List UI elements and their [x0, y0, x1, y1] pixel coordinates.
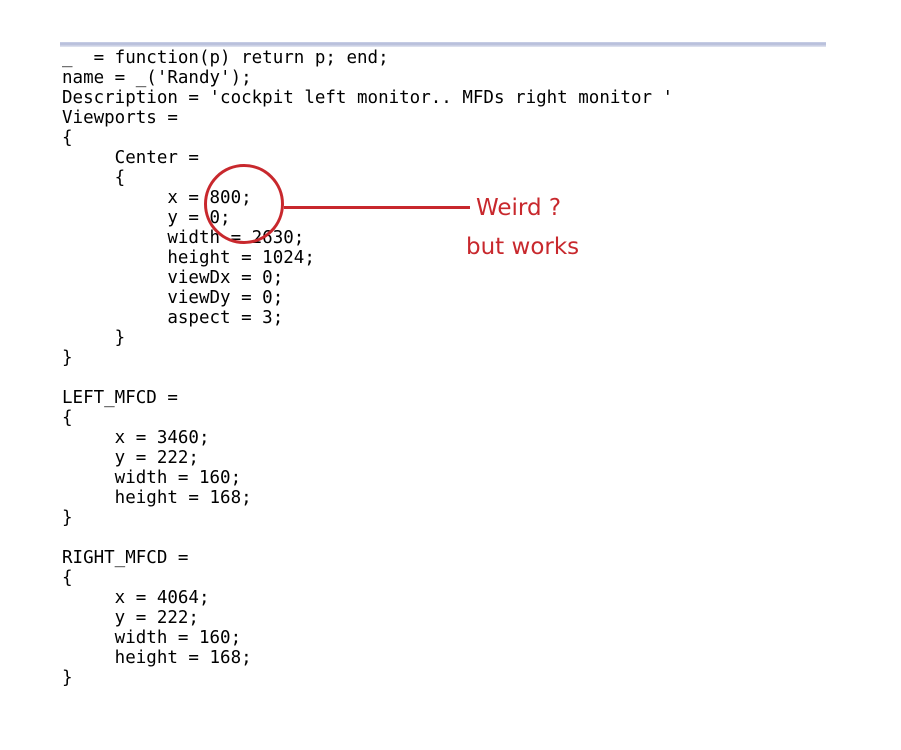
code-line: { [62, 168, 126, 188]
code-line: y = 222; [62, 608, 199, 628]
code-line: viewDx = 0; [62, 268, 284, 288]
code-line [62, 368, 673, 388]
code-line: { [62, 128, 73, 148]
annotation-text-but-works: but works [466, 234, 580, 260]
code-line: _ = function(p) return p; end; [62, 48, 389, 68]
code-line [62, 528, 673, 548]
code-line: y = 0; [62, 208, 231, 228]
code-line: width = 160; [62, 628, 242, 648]
code-line: { [62, 568, 73, 588]
code-line: { [62, 408, 73, 428]
annotation-arrow-line [284, 206, 470, 209]
code-line: y = 222; [62, 448, 199, 468]
annotation-text-weird: Weird ? [476, 195, 562, 221]
code-line: width = 160; [62, 468, 242, 488]
code-line: RIGHT_MFCD = [62, 548, 189, 568]
code-line: height = 1024; [62, 248, 315, 268]
editor-top-bar [60, 42, 826, 47]
code-line: x = 800; [62, 188, 252, 208]
code-line: } [62, 508, 73, 528]
code-text-area[interactable]: _ = function(p) return p; end; name = _(… [62, 48, 673, 688]
code-line: } [62, 328, 126, 348]
code-line: aspect = 3; [62, 308, 284, 328]
code-line: } [62, 348, 73, 368]
annotation-circle [204, 164, 284, 244]
code-line: height = 168; [62, 648, 252, 668]
code-line: height = 168; [62, 488, 252, 508]
code-line: x = 3460; [62, 428, 210, 448]
code-line: width = 2630; [62, 228, 305, 248]
code-line: Description = 'cockpit left monitor.. MF… [62, 88, 674, 108]
code-line: x = 4064; [62, 588, 210, 608]
code-line: } [62, 668, 73, 688]
code-line: LEFT_MFCD = [62, 388, 178, 408]
code-line: Viewports = [62, 108, 178, 128]
code-line: viewDy = 0; [62, 288, 284, 308]
code-line: name = _('Randy'); [62, 68, 252, 88]
code-line: Center = [62, 148, 199, 168]
